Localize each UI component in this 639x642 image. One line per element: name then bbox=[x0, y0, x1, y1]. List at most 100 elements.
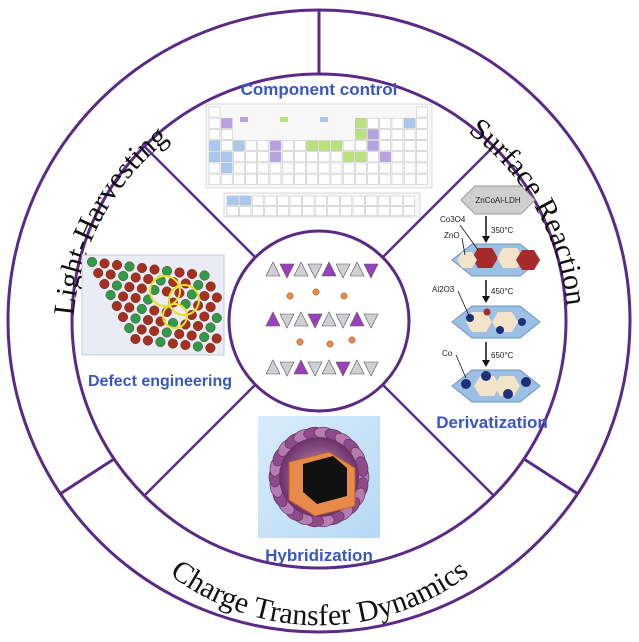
periodic-cell bbox=[289, 195, 302, 206]
pointer-line bbox=[455, 354, 467, 379]
oxide-domain bbox=[497, 248, 523, 268]
octahedron bbox=[293, 261, 309, 277]
periodic-cell bbox=[220, 173, 233, 185]
lattice-atom bbox=[136, 283, 147, 294]
periodic-cell bbox=[220, 129, 233, 140]
periodic-cell bbox=[327, 195, 340, 206]
periodic-cell bbox=[367, 140, 379, 151]
periodic-cell bbox=[269, 173, 282, 185]
periodic-cell bbox=[342, 151, 355, 163]
periodic-cell bbox=[391, 151, 404, 163]
periodic-cell bbox=[281, 151, 294, 163]
octahedron bbox=[349, 261, 365, 277]
periodic-cell bbox=[226, 206, 239, 217]
lattice-atom bbox=[211, 313, 222, 324]
octahedron bbox=[279, 263, 295, 279]
pointer-line bbox=[457, 290, 471, 319]
periodic-cell bbox=[306, 140, 318, 151]
lattice-atom bbox=[111, 260, 122, 271]
species-label-al2o3: Al2O3 bbox=[432, 285, 455, 294]
lattice-atom bbox=[99, 258, 110, 269]
oxide-domain bbox=[457, 252, 477, 268]
lattice-atom bbox=[199, 270, 210, 281]
periodic-cell bbox=[269, 140, 282, 151]
octahedron bbox=[363, 361, 379, 377]
periodic-cell bbox=[377, 195, 390, 206]
periodic-cell bbox=[416, 140, 428, 151]
label-defect-engineering: Defect engineering bbox=[88, 373, 232, 390]
periodic-cell bbox=[289, 206, 302, 217]
lattice-atom bbox=[186, 289, 197, 300]
defect-highlight-circle bbox=[162, 303, 188, 329]
periodic-cell bbox=[330, 151, 343, 163]
co-particle bbox=[503, 389, 513, 399]
octahedron bbox=[307, 313, 323, 329]
periodic-cell bbox=[318, 173, 331, 185]
periodic-cell bbox=[208, 140, 221, 151]
periodic-cell bbox=[220, 162, 233, 174]
octahedron bbox=[363, 313, 379, 329]
defect-highlight-circle bbox=[149, 275, 181, 307]
octahedron bbox=[363, 263, 379, 279]
legend-swatch bbox=[240, 117, 248, 122]
octahedron bbox=[335, 361, 351, 377]
periodic-cell bbox=[233, 173, 245, 185]
oxide-domain bbox=[516, 250, 540, 270]
periodic-cell bbox=[314, 206, 327, 217]
lattice-atom bbox=[167, 338, 178, 349]
label-component-control: Component control bbox=[241, 80, 398, 99]
periodic-cell bbox=[391, 173, 404, 185]
periodic-cell bbox=[379, 129, 392, 140]
periodic-cell bbox=[367, 117, 379, 129]
step-temp-1: 350°C bbox=[491, 226, 514, 235]
periodic-cell bbox=[403, 129, 416, 140]
lattice-atom bbox=[130, 334, 141, 345]
octahedron bbox=[349, 311, 365, 327]
oxide-particle bbox=[483, 308, 491, 316]
lattice-atom bbox=[211, 292, 222, 303]
periodic-cell bbox=[251, 195, 264, 206]
quadrant-divider-tr bbox=[382, 145, 495, 258]
octahedron bbox=[279, 361, 295, 377]
periodic-cell bbox=[342, 173, 355, 185]
periodic-cell bbox=[391, 129, 404, 140]
periodic-cell bbox=[403, 117, 416, 129]
label-hybridization: Hybridization bbox=[265, 546, 373, 565]
periodic-cell bbox=[367, 129, 379, 140]
periodic-cell bbox=[314, 195, 327, 206]
lattice-atom bbox=[149, 305, 160, 316]
defect-lattice-image bbox=[81, 254, 225, 356]
quadrant-divider-tl bbox=[143, 145, 256, 258]
periodic-cell bbox=[233, 151, 245, 163]
periodic-cell bbox=[391, 140, 404, 151]
periodic-cell bbox=[379, 162, 392, 174]
periodic-cell bbox=[208, 106, 221, 118]
interlayer-anion bbox=[286, 292, 294, 300]
periodic-cell bbox=[302, 195, 315, 206]
lattice-atom bbox=[117, 312, 128, 323]
periodic-cell bbox=[330, 173, 343, 185]
hybrid-cavity bbox=[303, 456, 347, 504]
periodic-cell bbox=[403, 206, 416, 217]
periodic-cell bbox=[355, 140, 367, 151]
periodic-cell bbox=[245, 173, 257, 185]
periodic-cell bbox=[220, 117, 233, 129]
lattice-atom bbox=[174, 267, 185, 278]
periodic-cell bbox=[220, 151, 233, 163]
periodic-cell bbox=[352, 195, 365, 206]
legend-swatch bbox=[320, 117, 328, 122]
periodic-cell bbox=[416, 162, 428, 174]
interlayer-anion bbox=[326, 340, 334, 348]
lattice-atom bbox=[105, 290, 116, 301]
hybridization-image bbox=[258, 416, 380, 538]
lattice-atom bbox=[111, 280, 122, 291]
periodic-cell bbox=[281, 162, 294, 174]
lattice-atom bbox=[199, 291, 210, 302]
periodic-cell bbox=[342, 162, 355, 174]
periodic-cell bbox=[239, 206, 252, 217]
lattice-atom bbox=[192, 321, 203, 332]
ldh-hexagon bbox=[460, 185, 536, 215]
periodic-cell bbox=[281, 173, 294, 185]
lattice-atom bbox=[180, 340, 191, 351]
